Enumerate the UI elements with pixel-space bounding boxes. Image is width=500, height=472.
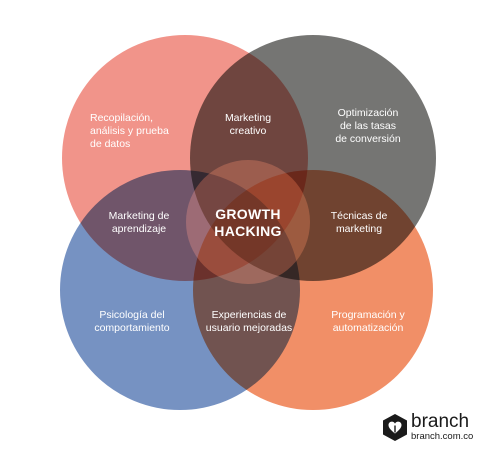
branch-logo-icon — [383, 413, 407, 441]
label-middle-left: Marketing de aprendizaje — [108, 210, 170, 235]
brand-logo: branch branch.com.co — [383, 412, 473, 442]
label-bottom-left: Psicología del comportamiento — [94, 309, 170, 334]
center-highlight — [186, 160, 310, 284]
brand-name: branch — [411, 411, 470, 432]
brand-url: branch.com.co — [411, 431, 474, 442]
label-bottom-right: Programación y automatización — [331, 309, 405, 334]
label-top-center: Marketing creativo — [224, 112, 272, 137]
center-title: GROWTH HACKING — [214, 206, 282, 239]
label-top-right: Optimización de las tasas de conversión — [335, 107, 401, 145]
label-bottom-center: Experiencias de usuario mejoradas — [205, 309, 293, 334]
label-top-left: Recopilación, análisis y prueba de datos — [90, 112, 169, 150]
label-middle-right: Técnicas de marketing — [330, 210, 388, 235]
